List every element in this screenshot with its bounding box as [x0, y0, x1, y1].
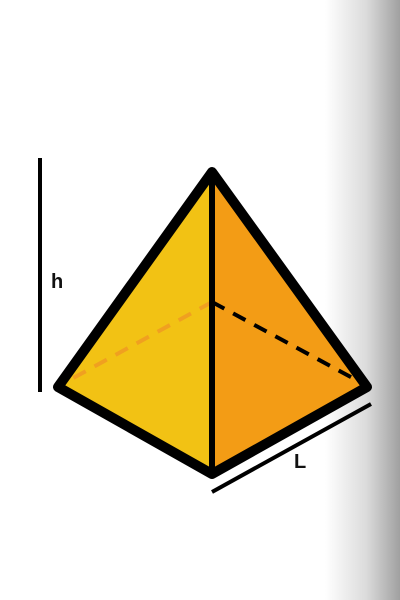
- length-label: L: [294, 451, 306, 473]
- page-edge-shadow: [325, 0, 400, 600]
- hidden-edge-right: [211, 300, 361, 384]
- left-face: [58, 172, 212, 474]
- length-dimension-line: [211, 402, 372, 494]
- height-label: h: [51, 271, 63, 293]
- right-face: [212, 172, 367, 474]
- hidden-edge-left: [65, 300, 213, 384]
